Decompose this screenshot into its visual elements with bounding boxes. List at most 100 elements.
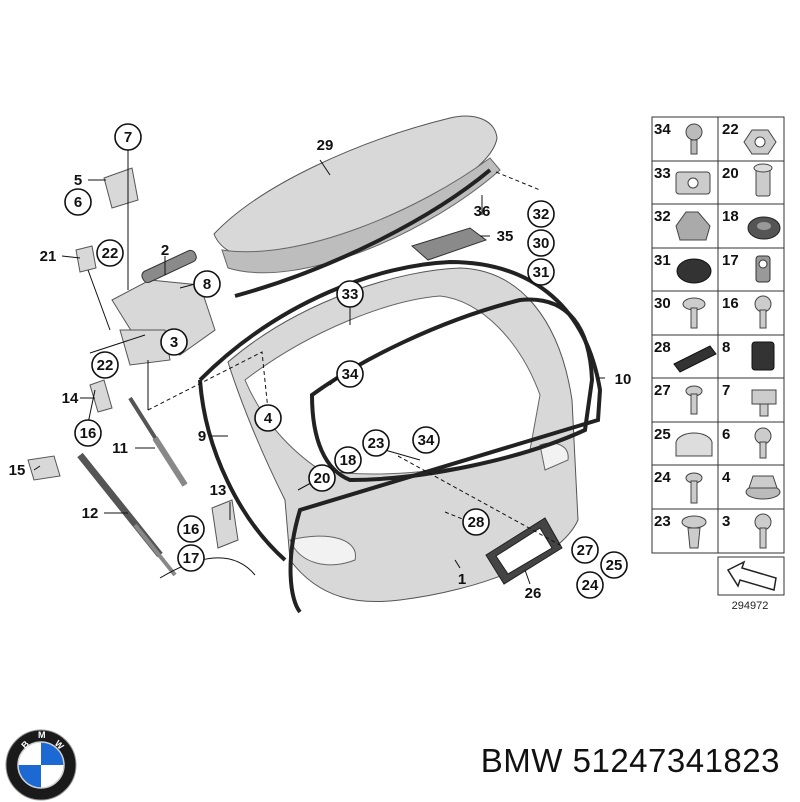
callout-circle-16a [74,419,102,447]
cable-clip-icon [755,255,771,283]
gas-strut-11 [128,396,188,487]
callout-36: 36 [474,203,491,220]
clip-21 [75,245,97,273]
callout-circle-32 [527,200,555,228]
legend-label-30: 30 [654,295,671,312]
callout-16a: 16 [80,425,97,442]
callout-33: 33 [342,286,359,303]
callout-1: 1 [458,571,466,588]
legend-label-25: 25 [654,426,671,443]
callout-circle-8 [193,270,221,298]
screw-icon [685,472,703,504]
svg-text:M: M [38,730,46,740]
callout-27: 27 [577,542,594,559]
legend-label-28: 28 [654,339,671,356]
bolt-icon [754,513,772,549]
tailgate-body [227,267,579,603]
legend-label-27: 27 [654,382,671,399]
screw-icon [682,297,706,329]
bracket-15 [27,455,61,481]
legend-label-20: 20 [722,165,739,182]
legend-label-16: 16 [722,295,739,312]
callout-circle-25 [600,551,628,579]
callout-circle-22a [96,239,124,267]
legend-label-34: 34 [654,121,671,138]
callout-17: 17 [183,550,200,567]
legend-label-6: 6 [722,426,730,443]
legend-label-24: 24 [654,469,671,486]
callout-7: 7 [124,129,132,146]
callout-4: 4 [264,410,273,427]
expansion-nut-icon [753,163,773,197]
legend-label-4: 4 [722,469,731,486]
bmw-roundel-icon: B M W [5,729,77,801]
cable [159,557,256,579]
callout-15: 15 [9,462,26,479]
callout-circle-20 [308,464,336,492]
legend-label-17: 17 [722,252,739,269]
brake-light [410,227,488,261]
grommet-icon [747,216,781,240]
callout-25: 25 [606,557,623,574]
screw-icon [685,123,703,155]
fastener-legend: 34 22 33 20 32 18 31 17 30 16 28 8 27 7 [651,116,785,612]
legend-label-22: 22 [722,121,739,138]
spoiler-seal [234,168,492,298]
legend-label-32: 32 [654,208,671,225]
diagram-reference-number: 294972 [732,600,769,612]
nut-icon [743,129,777,155]
rivet-nut-icon [675,211,711,241]
direction-arrow-icon [726,560,777,591]
tailgate-seal [198,259,603,614]
callout-5: 5 [74,172,82,189]
callout-32: 32 [533,206,550,223]
callout-34a: 34 [342,366,359,383]
part-number-caption: BMW 51247341823 [480,742,780,779]
callout-circle-17 [177,544,205,572]
callout-13: 13 [210,482,227,499]
window-seal [309,297,595,483]
callout-29: 29 [317,137,334,154]
legend-label-23: 23 [654,513,671,530]
callout-circle-30 [527,229,555,257]
bracket-14 [89,379,113,413]
callout-11: 11 [112,440,128,457]
callout-circle-3 [160,328,188,356]
callout-35: 35 [497,228,514,245]
callout-26: 26 [525,585,542,602]
legend-label-8: 8 [722,339,730,356]
callout-12: 12 [82,505,99,522]
pad-icon [673,345,717,373]
callout-circle-31 [527,258,555,286]
leader-lines [33,148,605,585]
buffer-icon [751,341,775,371]
callout-14: 14 [62,390,79,407]
callout-8: 8 [203,276,211,293]
legend-label-33: 33 [654,165,671,182]
bolt-icon [751,389,777,417]
bolt-icon [754,427,772,459]
callout-circle-16b [177,515,205,543]
clip-nut-icon [675,171,711,195]
callout-31: 31 [533,264,550,281]
legend-label-18: 18 [722,208,739,225]
plug-icon [676,258,712,284]
screw-icon [685,385,703,415]
callout-28: 28 [468,514,485,531]
callout-6: 6 [74,194,82,211]
callout-circle-7 [114,123,142,151]
callout-circle-28 [462,508,490,536]
cap-icon [675,432,713,457]
expanding-rivet-icon [681,515,707,549]
legend-label-3: 3 [722,513,730,530]
callout-circle-34a [336,360,364,388]
brand-footer: B M W BMW 51247341823 [0,720,800,801]
callout-16b: 16 [183,521,200,538]
callout-circle-18 [334,446,362,474]
seal-9 [198,379,287,562]
callout-30: 30 [533,235,550,252]
callout-20: 20 [314,470,331,487]
callout-21: 21 [40,248,57,265]
callout-18: 18 [340,452,357,469]
